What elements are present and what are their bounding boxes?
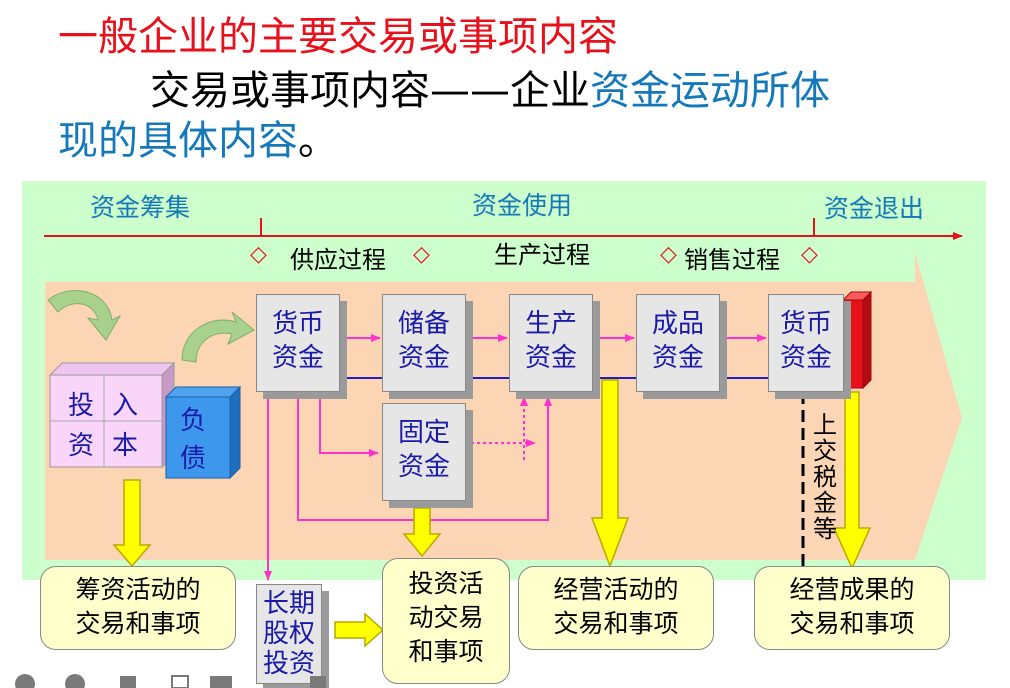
subtitle-end-mark: 。: [298, 118, 338, 164]
callout-line: 交易和事项: [553, 609, 679, 638]
video-icon[interactable]: [210, 676, 232, 688]
box-line: 成品: [651, 309, 704, 339]
cube-label: 资: [67, 431, 94, 461]
box-finished-goods-funds: 成品 资金: [636, 294, 720, 392]
slide-title: 一般企业的主要交易或事项内容: [58, 14, 618, 60]
box-line: 货币: [779, 309, 832, 339]
subprocess-sales: 销售过程: [684, 246, 780, 274]
box-money-funds-1: 货币 资金: [256, 294, 340, 392]
box-line: 资金: [524, 343, 577, 373]
box-money-funds-2: 货币 资金: [768, 294, 844, 392]
subtitle-black: 交易或事项内容——企业: [150, 68, 590, 114]
menu-icon[interactable]: [310, 676, 326, 688]
diamond-marker: ◇: [801, 242, 818, 267]
callout-investing: 投资活 动交易 和事项: [382, 558, 510, 684]
box-line: 货币: [271, 309, 324, 339]
forward-icon[interactable]: [65, 674, 85, 688]
phase-exit: 资金退出: [824, 194, 925, 223]
cube-label: 投: [67, 391, 94, 421]
callout-results: 经营成果的 交易和事项: [754, 566, 950, 650]
diamond-marker: ◇: [660, 242, 677, 267]
callout-line: 筹资活动的: [75, 575, 201, 604]
back-icon[interactable]: [15, 674, 35, 688]
pen-icon[interactable]: [120, 676, 136, 688]
box-line: 资金: [397, 452, 450, 482]
box-line: 储备: [397, 309, 450, 339]
phase-use: 资金使用: [472, 191, 573, 220]
callout-line: 经营成果的: [789, 575, 915, 604]
callout-operating: 经营活动的 交易和事项: [518, 566, 714, 650]
cube-label: 入: [111, 391, 138, 421]
presentation-dock: [15, 674, 326, 688]
zoom-icon[interactable]: [171, 675, 189, 688]
cube-label: 债: [179, 444, 206, 474]
subprocess-supply: 供应过程: [290, 246, 386, 274]
box-line: 资金: [651, 343, 704, 373]
box-reserve-funds: 储备 资金: [382, 294, 466, 392]
box-fixed-funds: 固定 资金: [382, 403, 466, 501]
red-bar: [841, 290, 873, 390]
box-line: 固定: [397, 418, 450, 448]
box-long-term-equity: 长期 股权 投资: [256, 584, 322, 684]
box-line: 股权: [262, 619, 315, 649]
box-line: 生产: [524, 309, 577, 339]
box-production-funds: 生产 资金: [509, 294, 593, 392]
curved-arrow-2: [181, 311, 255, 363]
subtitle-line-1: 交易或事项内容——企业资金运动所体: [150, 58, 830, 116]
box-line: 资金: [397, 343, 450, 373]
box-line: 长期: [262, 589, 315, 619]
callout-line: 交易和事项: [789, 609, 915, 638]
callout-line: 交易和事项: [75, 609, 201, 638]
subtitle-blue-2: 现的具体内容: [58, 118, 298, 164]
callout-line: 和事项: [408, 637, 484, 666]
diamond-marker: ◇: [413, 242, 430, 267]
yellow-arrows: [112, 379, 872, 648]
subprocess-production: 生产过程: [494, 241, 590, 269]
cube-label: 负: [179, 406, 206, 436]
tax-label: 上交税金等: [812, 412, 842, 542]
box-line: 资金: [779, 343, 832, 373]
tax-char: 上交税金等: [813, 411, 837, 543]
box-line: 资金: [271, 343, 324, 373]
callout-line: 动交易: [408, 603, 484, 632]
curved-arrow-1: [47, 290, 122, 341]
cube-label: 本: [111, 431, 138, 461]
liabilities-cube: [164, 385, 242, 480]
diamond-marker: ◇: [250, 242, 267, 267]
callout-line: 经营活动的: [553, 575, 679, 604]
phase-raise: 资金筹集: [90, 193, 191, 222]
subtitle-blue-1: 资金运动所体: [590, 68, 830, 114]
subtitle-line-2: 现的具体内容。: [58, 108, 338, 166]
callout-line: 投资活: [408, 569, 484, 598]
callout-financing: 筹资活动的 交易和事项: [40, 566, 236, 650]
box-line: 投资: [262, 649, 315, 679]
